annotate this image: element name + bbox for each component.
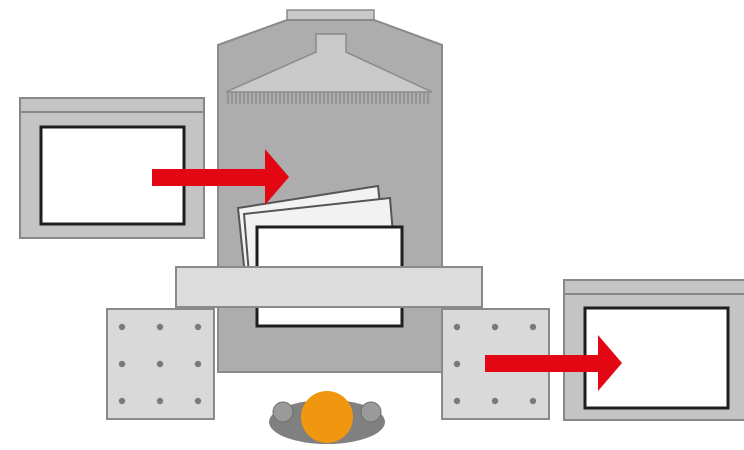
work-table [175,266,483,308]
operator-head [301,391,353,443]
hood-vent-teeth [227,93,429,104]
bolt [156,323,164,331]
bolt [453,397,461,405]
exhaust-hood [225,33,433,93]
operator-left-hand [272,401,294,423]
bolt [156,397,164,405]
bolt [194,397,202,405]
bolt [194,323,202,331]
bolt [194,360,202,368]
left-base-plate [106,308,215,420]
bolt [453,360,461,368]
bolt [491,397,499,405]
bolt [118,323,126,331]
operator-right-hand [360,401,382,423]
bolt [156,360,164,368]
output-flow-arrow [485,335,622,391]
bolt [529,397,537,405]
bolt [453,323,461,331]
output-station [563,279,744,421]
bolt [118,397,126,405]
operator [269,391,385,444]
input-station [19,97,205,239]
bolt [529,323,537,331]
input-flow-arrow [152,149,289,205]
left-base-plate-bolts [118,323,202,405]
bolt [118,360,126,368]
bolt [491,323,499,331]
